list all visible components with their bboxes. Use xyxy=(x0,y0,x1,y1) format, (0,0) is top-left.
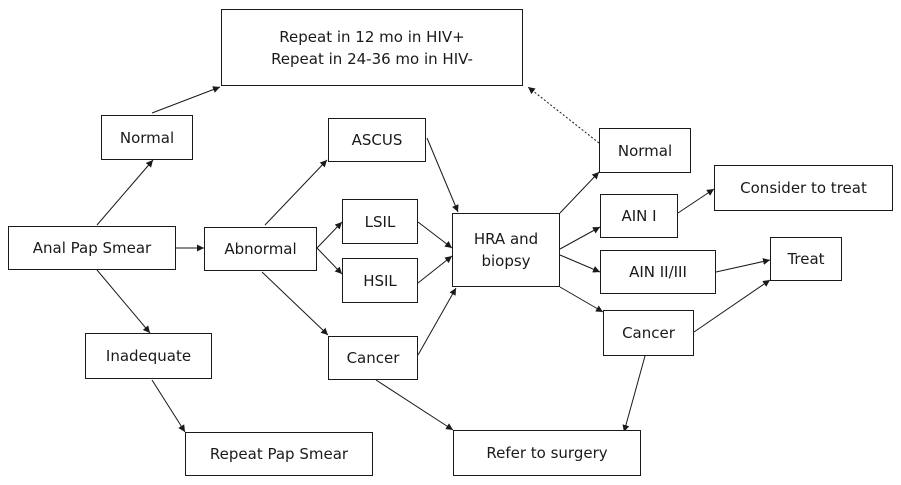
dashed-arrow-normal-to-repeat xyxy=(527,86,600,144)
treat-node: Treat xyxy=(770,237,842,281)
ain1-node: AIN I xyxy=(600,194,678,238)
arrow-hra-to-ain23 xyxy=(559,254,601,273)
arrow-cancer-to-hra xyxy=(417,287,457,356)
arrow-ain1-to-consider xyxy=(677,188,715,214)
cancer-node-right: Cancer xyxy=(603,310,694,356)
hra-and-text: HRA and xyxy=(473,230,539,248)
normal-node-left: Normal xyxy=(101,115,193,160)
hra-biopsy-node: HRA and biopsy xyxy=(452,213,560,287)
lsil-label: LSIL xyxy=(364,212,396,231)
hsil-label: HSIL xyxy=(363,271,397,290)
cancer-node-left: Cancer xyxy=(328,336,418,380)
anal-pap-smear-label: Anal Pap Smear xyxy=(32,239,152,257)
arrow-cancer-right-to-refer xyxy=(622,355,646,433)
arrow-abnormal-to-cancer xyxy=(261,271,329,336)
abnormal-label: Abnormal xyxy=(224,240,297,258)
ain1-label: AIN I xyxy=(621,207,657,225)
cancer-right-label: Cancer xyxy=(622,324,675,342)
arrow-inadequate-to-repeat-pap xyxy=(151,379,186,433)
arrow-hra-to-cancer xyxy=(559,286,604,313)
repeat-hiv-positive-text: Repeat in 12 mo in HIV+ xyxy=(279,27,465,46)
arrow-normal-to-repeat xyxy=(151,86,221,114)
abnormal-node: Abnormal xyxy=(204,227,317,271)
arrow-ain23-to-treat xyxy=(715,258,771,273)
biopsy-text: biopsy xyxy=(481,252,531,270)
consider-to-treat-label: Consider to treat xyxy=(740,179,867,197)
consider-to-treat-node: Consider to treat xyxy=(714,165,893,211)
ain23-node: AIN II/III xyxy=(600,250,716,294)
arrow-hra-to-ain1 xyxy=(559,226,601,250)
inadequate-node: Inadequate xyxy=(85,333,212,379)
arrow-cancer-to-treat xyxy=(693,279,771,333)
refer-to-surgery-node: Refer to surgery xyxy=(453,430,641,476)
arrow-abnormal-to-lsil xyxy=(316,221,343,249)
arrow-ascus-to-hra xyxy=(426,137,459,213)
repeat-hiv-negative-text: Repeat in 24-36 mo in HIV- xyxy=(271,49,473,68)
hsil-node: HSIL xyxy=(342,258,418,303)
arrow-lsil-to-hra xyxy=(417,221,453,249)
arrow-cancer-to-refer xyxy=(375,379,454,431)
ascus-label: ASCUS xyxy=(351,131,403,149)
repeat-pap-smear-node: Repeat Pap Smear xyxy=(185,432,373,476)
normal-node-right: Normal xyxy=(599,128,691,173)
cancer-left-label: Cancer xyxy=(346,349,400,367)
inadequate-label: Inadequate xyxy=(105,347,192,365)
lsil-node: LSIL xyxy=(342,199,418,244)
arrow-anal-pap-to-inadequate xyxy=(96,269,151,334)
arrow-hra-to-normal xyxy=(559,171,600,214)
treat-label: Treat xyxy=(787,250,825,268)
arrow-anal-pap-to-normal xyxy=(96,159,154,226)
repeat-interval-box: Repeat in 12 mo in HIV+ Repeat in 24-36 … xyxy=(221,9,523,86)
normal-left-label: Normal xyxy=(119,128,175,147)
arrow-abnormal-to-ascus xyxy=(264,159,328,226)
ain23-label: AIN II/III xyxy=(629,263,687,281)
refer-to-surgery-label: Refer to surgery xyxy=(486,444,608,462)
normal-right-label: Normal xyxy=(617,141,673,160)
arrow-hsil-to-hra xyxy=(417,255,453,284)
ascus-node: ASCUS xyxy=(328,118,426,162)
repeat-pap-smear-label: Repeat Pap Smear xyxy=(209,445,349,463)
anal-pap-smear-node: Anal Pap Smear xyxy=(8,226,176,270)
arrow-abnormal-to-hsil xyxy=(316,247,343,275)
